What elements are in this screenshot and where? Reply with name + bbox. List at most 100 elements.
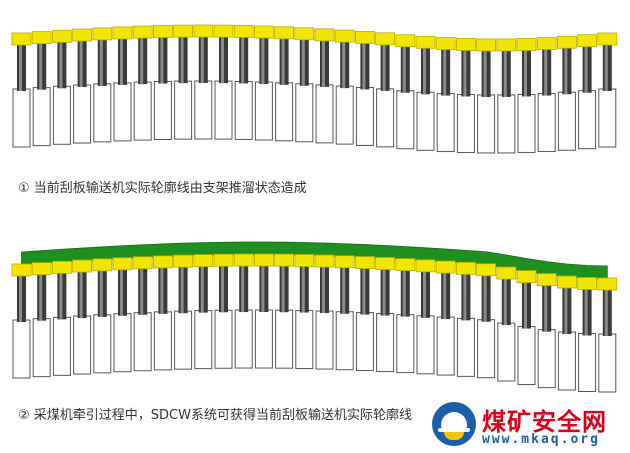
rod-highlight: [241, 266, 245, 313]
conveyor-pan-cap: [253, 25, 274, 39]
caption-bottom: ② 采煤机牵引过程中，SDCW系统可获得当前刮板输送机实际轮廓线: [18, 408, 412, 423]
rod-highlight: [140, 268, 144, 315]
cylinder-body: [113, 313, 132, 373]
conveyor-pan-cap: [72, 28, 92, 42]
conveyor-pan-cap: [354, 256, 375, 269]
rod-highlight: [221, 266, 224, 313]
rod-highlight: [503, 50, 507, 97]
cylinder-body: [234, 80, 253, 140]
rod-highlight: [524, 282, 527, 329]
watermark-title: 煤矿安全网: [482, 408, 607, 436]
conveyor-pan-cap: [597, 32, 618, 46]
conveyor-pan-cap: [173, 254, 194, 268]
rod-highlight: [120, 269, 123, 316]
cylinder-body: [254, 81, 273, 141]
rod-highlight: [160, 37, 164, 84]
rod-highlight: [59, 273, 63, 320]
rod-highlight: [281, 38, 285, 85]
cylinder-body: [376, 88, 395, 148]
cylinder-body: [517, 326, 536, 386]
rod-highlight: [463, 274, 467, 321]
cylinder-body: [214, 309, 233, 369]
cylinder-body: [416, 91, 435, 151]
conveyor-pan-cap: [52, 29, 72, 43]
rod-highlight: [402, 270, 406, 317]
rod-highlight: [443, 49, 447, 96]
rod-highlight: [261, 38, 265, 85]
conveyor-pan-cap: [496, 38, 517, 52]
rod-highlight: [140, 38, 144, 85]
conveyor-pan-cap: [557, 275, 577, 289]
conveyor-pan-cap: [52, 260, 72, 274]
rod-highlight: [564, 287, 568, 334]
cylinder-body: [517, 93, 536, 153]
conveyor-pan-cap: [516, 38, 537, 51]
cylinder-body: [497, 94, 516, 154]
cylinder-body: [335, 311, 354, 371]
rod-highlight: [180, 267, 184, 314]
cylinder-body: [416, 315, 435, 375]
cylinder-body: [355, 86, 374, 146]
conveyor-pan-cap: [112, 257, 133, 271]
cylinder-body: [557, 331, 576, 391]
rod-highlight: [19, 276, 22, 322]
rod-highlight: [604, 45, 608, 91]
cylinder-body: [153, 311, 172, 371]
cylinder-body: [537, 93, 556, 153]
cylinder-body: [315, 84, 334, 144]
rod-highlight: [39, 43, 43, 90]
rod-highlight: [281, 266, 285, 313]
conveyor-pan-cap: [31, 31, 52, 45]
rod-highlight: [221, 37, 224, 84]
conveyor-pan-cap: [415, 259, 436, 273]
cylinder-body: [254, 309, 273, 369]
rod-highlight: [423, 271, 426, 318]
rod-highlight: [382, 44, 386, 91]
cylinder-body: [32, 87, 51, 147]
cylinder-body: [598, 333, 617, 393]
rod-highlight: [402, 46, 406, 93]
cylinder-body: [578, 332, 597, 392]
cylinder-body: [153, 81, 172, 141]
rod-highlight: [200, 37, 204, 84]
rod-highlight: [342, 42, 346, 89]
conveyor-pan-cap: [213, 24, 234, 38]
cylinder-body: [113, 82, 132, 142]
cylinder-body: [12, 319, 31, 379]
conveyor-pan-cap: [152, 255, 173, 269]
cylinder-body: [73, 84, 92, 144]
rod-highlight: [301, 266, 305, 313]
conveyor-pan-cap: [536, 37, 557, 50]
cylinder-body: [32, 318, 51, 378]
rod-highlight: [79, 41, 83, 88]
cylinder-body: [335, 85, 354, 145]
conveyor-pan-cap: [557, 35, 577, 49]
rod-highlight: [120, 38, 123, 85]
conveyor-pan-cap: [334, 29, 355, 43]
cylinder-body: [477, 94, 496, 154]
rod-highlight: [19, 45, 22, 91]
conveyor-pan-cap: [597, 277, 618, 291]
rod-highlight: [544, 49, 548, 96]
conveyor-pan-cap: [577, 277, 597, 290]
cylinder-body: [133, 312, 152, 372]
conveyor-pan-cap: [435, 37, 456, 50]
cylinder-body: [315, 310, 334, 370]
conveyor-pan-cap: [375, 257, 396, 270]
cylinder-body: [174, 80, 193, 140]
conveyor-pan-cap: [173, 24, 194, 38]
rod-highlight: [483, 50, 487, 97]
support-row-bottom: [11, 241, 618, 393]
rod-highlight: [604, 290, 608, 336]
cylinder-body: [52, 316, 71, 376]
rod-highlight: [322, 40, 325, 87]
cylinder-body: [355, 312, 374, 372]
conveyor-pan-cap: [193, 24, 214, 38]
conveyor-pan-cap: [152, 25, 173, 38]
rod-highlight: [322, 267, 325, 314]
rod-highlight: [99, 39, 103, 86]
rod-highlight: [584, 289, 588, 336]
rod-highlight: [463, 50, 467, 97]
cylinder-body: [436, 316, 455, 376]
rod-highlight: [382, 269, 386, 316]
